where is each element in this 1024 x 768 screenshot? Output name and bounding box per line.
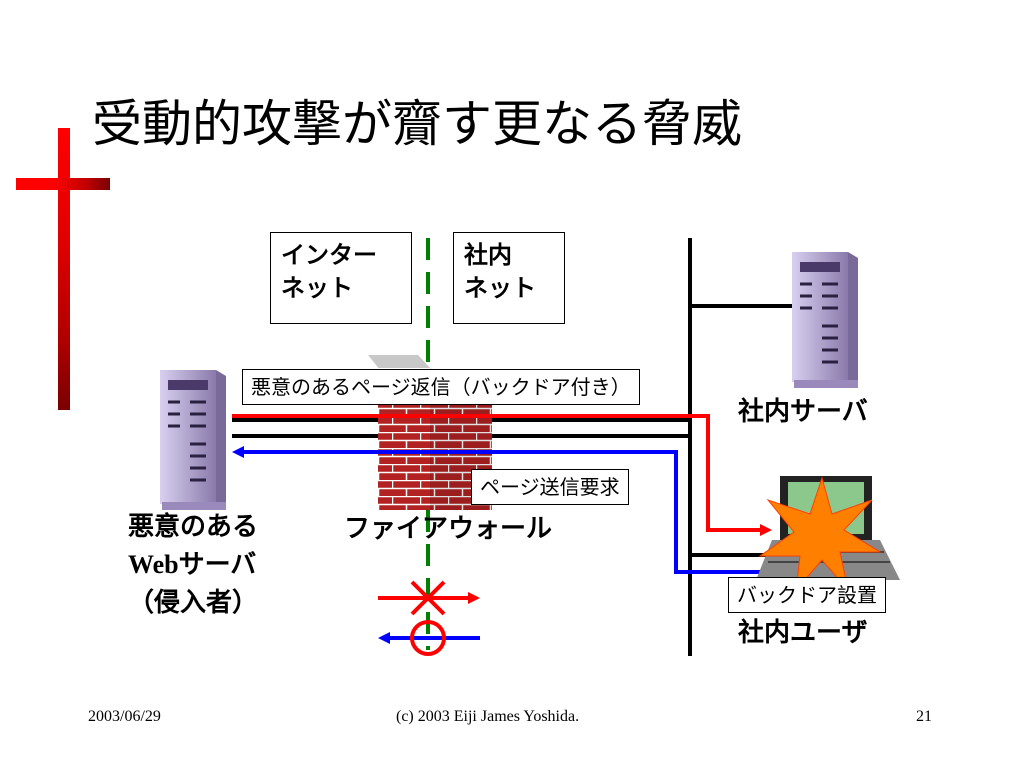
- internal-user-caption: 社内ユーザ: [738, 618, 868, 648]
- malicious-reply-label: 悪意のあるページ返信（バックドア付き）: [242, 369, 640, 405]
- backdoor-install-label: バックドア設置: [728, 577, 886, 613]
- page-request-arrow: [242, 450, 778, 574]
- malicious-web-server: [160, 370, 226, 510]
- internal-server-caption: 社内サーバ: [738, 397, 868, 427]
- blocked-x-icon: [410, 580, 446, 616]
- page-request-label: ページ送信要求: [471, 469, 629, 505]
- internet-label: インター ネット: [270, 232, 412, 324]
- intranet-label: 社内 ネット: [453, 232, 565, 324]
- footer-copyright: (c) 2003 Eiji James Yoshida.: [396, 708, 580, 725]
- slide-title: 受動的攻撃が齎す更なる脅威: [92, 95, 742, 153]
- malicious-reply-arrow: [232, 414, 760, 532]
- firewall-caption: ファイアウォール: [344, 514, 553, 544]
- compromise-burst-icon: [758, 476, 882, 592]
- decorative-cross-vertical: [58, 128, 70, 410]
- decorative-cross-horizontal: [16, 178, 110, 190]
- internal-server: [792, 252, 858, 388]
- footer-date: 2003/06/29: [88, 708, 161, 725]
- malicious-server-caption: 悪意のある Webサーバ （侵入者）: [128, 512, 259, 618]
- footer-page-number: 21: [916, 708, 932, 725]
- allowed-o-icon: [410, 620, 446, 656]
